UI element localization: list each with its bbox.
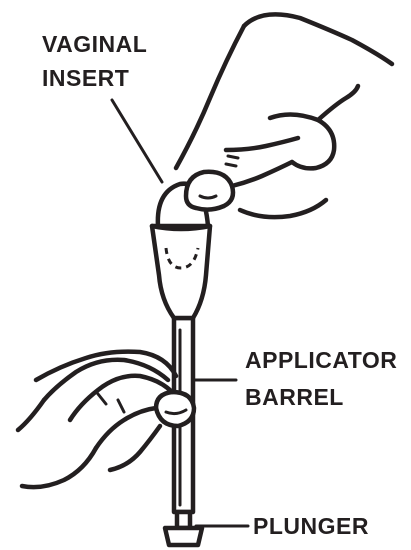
- vaginal-insert-leader-line: [112, 100, 162, 182]
- applicator-barrel-label-line1: APPLICATOR: [245, 347, 397, 373]
- applicator-barrel-label-line2: BARREL: [245, 384, 344, 410]
- label-applicator-barrel: APPLICATOR BARREL: [245, 347, 397, 410]
- label-vaginal-insert: VAGINAL INSERT: [42, 31, 147, 91]
- plunger: [165, 512, 202, 545]
- vaginal-insert-label-line2: INSERT: [42, 65, 129, 91]
- lower-hand: [18, 352, 194, 488]
- applicator-cup: [152, 226, 210, 318]
- vaginal-insert-label-line1: VAGINAL: [42, 31, 147, 57]
- plunger-label: PLUNGER: [253, 513, 369, 539]
- upper-hand: [176, 14, 392, 217]
